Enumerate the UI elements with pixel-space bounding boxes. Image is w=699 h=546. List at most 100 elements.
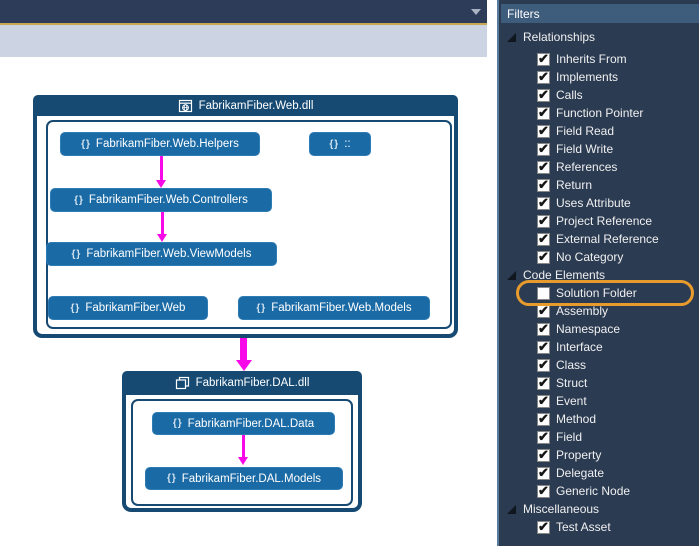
filter-item-assembly[interactable]: Assembly — [499, 302, 699, 320]
tree-section-relationships[interactable]: Relationships — [499, 28, 699, 46]
filter-item-interface[interactable]: Interface — [499, 338, 699, 356]
checkbox[interactable] — [537, 141, 550, 157]
filter-item-calls[interactable]: Calls — [499, 86, 699, 104]
expander-icon[interactable] — [507, 32, 516, 42]
checkbox[interactable] — [537, 286, 550, 300]
checkbox[interactable] — [537, 303, 550, 319]
node-label: FabrikamFiber.Web.Models — [271, 302, 412, 314]
filter-item-no-category[interactable]: No Category — [499, 248, 699, 266]
filter-label: Test Asset — [556, 520, 611, 534]
filter-item-event[interactable]: Event — [499, 392, 699, 410]
checkbox[interactable] — [537, 87, 550, 103]
filter-item-uses-attribute[interactable]: Uses Attribute — [499, 194, 699, 212]
tree-section-code-elements[interactable]: Code Elements — [499, 266, 699, 284]
filter-item-return[interactable]: Return — [499, 176, 699, 194]
filter-item-method[interactable]: Method — [499, 410, 699, 428]
filter-item-inherits-from[interactable]: Inherits From — [499, 50, 699, 68]
filter-item-class[interactable]: Class — [499, 356, 699, 374]
checkbox[interactable] — [537, 231, 550, 247]
checkbox[interactable] — [537, 393, 550, 409]
filter-label: Generic Node — [556, 484, 631, 498]
filter-label: Return — [556, 178, 593, 192]
checkbox[interactable] — [537, 213, 550, 229]
filter-item-external-reference[interactable]: External Reference — [499, 230, 699, 248]
checkbox[interactable] — [537, 447, 550, 463]
tree-section-miscellaneous[interactable]: Miscellaneous — [499, 500, 699, 518]
node-fabrikamfiber-web-viewmodels[interactable]: {} FabrikamFiber.Web.ViewModels — [46, 242, 277, 266]
checkbox[interactable] — [537, 105, 550, 121]
dependency-arrow — [161, 212, 164, 234]
filter-item-field-write[interactable]: Field Write — [499, 140, 699, 158]
namespace-icon: {} — [256, 302, 267, 314]
filter-label: Struct — [556, 376, 588, 390]
filter-item-implements[interactable]: Implements — [499, 68, 699, 86]
group-title: FabrikamFiber.DAL.dll — [195, 377, 310, 389]
filter-label: Calls — [556, 88, 583, 102]
filter-item-references[interactable]: References — [499, 158, 699, 176]
filter-label: Namespace — [556, 322, 621, 336]
filter-label: Property — [556, 448, 602, 462]
filter-item-field[interactable]: Field — [499, 428, 699, 446]
filter-label: External Reference — [556, 232, 659, 246]
node-fabrikamfiber-dal-models[interactable]: {} FabrikamFiber.DAL.Models — [145, 467, 343, 490]
group-header-dal-dll[interactable]: FabrikamFiber.DAL.dll — [122, 371, 362, 395]
filter-label: Field Read — [556, 124, 615, 138]
checkbox[interactable] — [537, 339, 550, 355]
checkbox[interactable] — [537, 123, 550, 139]
namespace-icon: {} — [172, 418, 183, 429]
filters-panel-titlebar[interactable]: Filters — [501, 4, 699, 23]
filter-item-struct[interactable]: Struct — [499, 374, 699, 392]
filter-label: Implements — [556, 70, 619, 84]
namespace-icon: {} — [70, 302, 81, 314]
checkbox[interactable] — [537, 465, 550, 481]
filter-item-property[interactable]: Property — [499, 446, 699, 464]
group-title: FabrikamFiber.Web.dll — [198, 99, 314, 112]
checkbox[interactable] — [537, 249, 550, 265]
checkbox[interactable] — [537, 321, 550, 337]
node-fabrikamfiber-web-controllers[interactable]: {} FabrikamFiber.Web.Controllers — [50, 188, 272, 212]
namespace-icon: {} — [71, 248, 82, 260]
node-fabrikamfiber-web-helpers[interactable]: {} FabrikamFiber.Web.Helpers — [60, 132, 260, 156]
checkbox[interactable] — [537, 195, 550, 211]
dependency-arrow — [160, 156, 163, 180]
namespace-icon: {} — [166, 473, 177, 484]
filter-item-function-pointer[interactable]: Function Pointer — [499, 104, 699, 122]
node-global-namespace[interactable]: {} :: — [309, 132, 371, 156]
filter-label: Solution Folder — [556, 286, 637, 300]
filter-item-field-read[interactable]: Field Read — [499, 122, 699, 140]
namespace-icon: {} — [74, 194, 84, 206]
checkbox[interactable] — [537, 357, 550, 373]
checkbox[interactable] — [537, 51, 550, 67]
node-fabrikamfiber-web[interactable]: {} FabrikamFiber.Web — [48, 296, 208, 320]
filter-item-solution-folder[interactable]: Solution Folder — [499, 284, 699, 302]
checkbox[interactable] — [537, 429, 550, 445]
node-label: :: — [344, 138, 351, 150]
expander-icon[interactable] — [507, 270, 516, 280]
checkbox[interactable] — [537, 483, 550, 499]
chevron-down-icon[interactable] — [471, 9, 481, 15]
checkbox[interactable] — [537, 69, 550, 85]
node-label: FabrikamFiber.Web.Helpers — [95, 138, 239, 150]
filter-item-project-reference[interactable]: Project Reference — [499, 212, 699, 230]
filter-label: No Category — [556, 250, 624, 264]
filter-item-generic-node[interactable]: Generic Node — [499, 482, 699, 500]
checkbox[interactable] — [537, 177, 550, 193]
checkbox[interactable] — [537, 519, 550, 535]
dependency-arrowhead — [238, 457, 248, 465]
expander-icon[interactable] — [507, 504, 516, 514]
filter-label: References — [556, 160, 618, 174]
node-fabrikamfiber-dal-data[interactable]: {} FabrikamFiber.DAL.Data — [152, 412, 335, 435]
node-fabrikamfiber-web-models[interactable]: {} FabrikamFiber.Web.Models — [238, 296, 430, 320]
node-label: FabrikamFiber.Web.Controllers — [88, 194, 248, 206]
filter-label: Uses Attribute — [556, 196, 631, 210]
checkbox[interactable] — [537, 159, 550, 175]
filter-label: Method — [556, 412, 597, 426]
filter-item-test-asset[interactable]: Test Asset — [499, 518, 699, 536]
filter-item-delegate[interactable]: Delegate — [499, 464, 699, 482]
filter-item-namespace[interactable]: Namespace — [499, 320, 699, 338]
checkbox[interactable] — [537, 411, 550, 427]
node-label: FabrikamFiber.Web — [85, 302, 186, 314]
checkbox[interactable] — [537, 375, 550, 391]
filter-label: Assembly — [556, 304, 609, 318]
group-header-web-dll[interactable]: FabrikamFiber.Web.dll — [33, 95, 458, 116]
